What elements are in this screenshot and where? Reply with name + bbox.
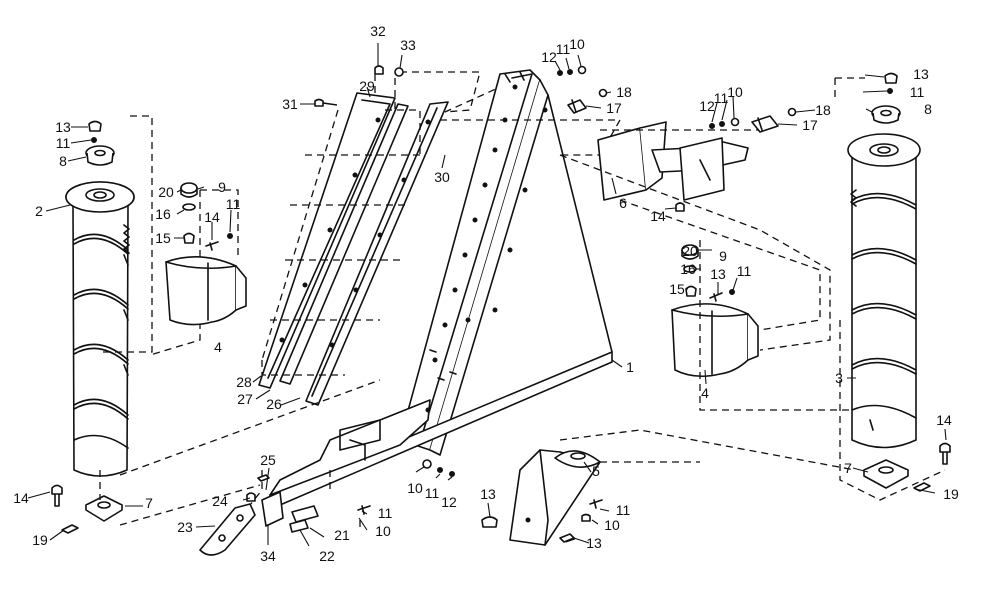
callout-10: 10: [727, 84, 743, 100]
left-drum-dashed-guide-2: [149, 189, 239, 356]
top-dashed-guide: [400, 71, 521, 113]
callout-34: 34: [260, 548, 276, 564]
callout-13: 13: [586, 535, 602, 551]
callout-14: 14: [936, 412, 952, 428]
callout-6: 6: [619, 195, 627, 211]
callout-5: 5: [592, 463, 600, 479]
hitch-dashed-guide: [119, 379, 381, 530]
callout-17: 17: [802, 117, 818, 133]
callout-14: 14: [650, 208, 666, 224]
callout-26: 26: [266, 396, 282, 412]
guide-slats: [258, 92, 449, 406]
front-dashed-guide: [559, 429, 856, 471]
callout-11: 11: [56, 135, 71, 151]
callout-14: 14: [204, 209, 220, 225]
front-fasteners: [422, 459, 498, 528]
callout-16: 16: [155, 206, 171, 222]
left-spiral-drum: [51, 120, 135, 534]
right-fasteners: [709, 107, 797, 133]
front-support-leg: [509, 449, 603, 546]
callout-7: 7: [145, 495, 153, 511]
tow-hitch-assembly: [199, 474, 371, 556]
callout-11: 11: [910, 84, 925, 100]
callout-19: 19: [32, 532, 48, 548]
callout-12: 12: [541, 49, 557, 65]
leader-lines: [27, 43, 947, 547]
callout-13: 13: [480, 486, 496, 502]
frame-dashed-guide: [440, 119, 622, 156]
bracket-dashed-guide: [559, 129, 831, 351]
callout-10: 10: [569, 36, 585, 52]
callout-15: 15: [155, 230, 171, 246]
callout-13: 13: [710, 266, 726, 282]
callout-7: 7: [844, 460, 852, 476]
callout-4: 4: [214, 339, 222, 355]
callout-10: 10: [604, 517, 620, 533]
callout-23: 23: [177, 519, 193, 535]
callout-17: 17: [606, 100, 622, 116]
callout-10: 10: [375, 523, 391, 539]
callout-20: 20: [158, 184, 174, 200]
callout-19: 19: [943, 486, 959, 502]
callout-31: 31: [282, 96, 298, 112]
callout-11: 11: [378, 505, 393, 521]
callout-3: 3: [835, 370, 843, 386]
callout-11: 11: [556, 41, 571, 57]
slat-dashed-guides: [261, 74, 421, 376]
right-mounting-bracket: [671, 244, 759, 378]
top-left-fasteners: [374, 65, 404, 77]
callout-13: 13: [913, 66, 929, 82]
support-bracket: [597, 121, 749, 212]
callout-9: 9: [218, 179, 226, 195]
callout-12: 12: [699, 98, 715, 114]
callout-33: 33: [400, 37, 416, 53]
callout-15: 15: [669, 281, 685, 297]
callout-labels: 32 33 12 11 10 18 17 31 29 12 11 10 18 1…: [13, 23, 959, 564]
callout-4: 4: [701, 385, 709, 401]
callout-14: 14: [13, 490, 29, 506]
callout-30: 30: [434, 169, 450, 185]
callout-18: 18: [815, 102, 831, 118]
callout-8: 8: [924, 101, 932, 117]
callout-10: 10: [407, 480, 423, 496]
callout-27: 27: [237, 391, 253, 407]
callout-1: 1: [626, 359, 634, 375]
callout-9: 9: [719, 248, 727, 264]
callout-16: 16: [680, 261, 696, 277]
callout-11: 11: [737, 263, 752, 279]
callout-2: 2: [35, 203, 43, 219]
callout-18: 18: [616, 84, 632, 100]
callout-8: 8: [59, 153, 67, 169]
callout-11: 11: [616, 502, 631, 518]
right-drum-dashed-guide: [834, 77, 946, 501]
callout-22: 22: [319, 548, 335, 564]
callout-12: 12: [441, 494, 457, 510]
callout-11: 11: [226, 196, 241, 212]
left-mounting-bracket: [165, 182, 247, 326]
callout-11: 11: [425, 485, 440, 501]
callout-25: 25: [260, 452, 276, 468]
callout-32: 32: [370, 23, 386, 39]
callout-29: 29: [359, 78, 375, 94]
callout-11: 11: [714, 90, 729, 106]
main-a-frame: [269, 69, 613, 506]
callout-21: 21: [334, 527, 350, 543]
callout-24: 24: [212, 493, 228, 509]
callout-20: 20: [682, 243, 698, 259]
top-right-fasteners: [557, 65, 608, 114]
callout-28: 28: [236, 374, 252, 390]
callout-13: 13: [55, 119, 71, 135]
right-spiral-drum: [847, 72, 951, 492]
